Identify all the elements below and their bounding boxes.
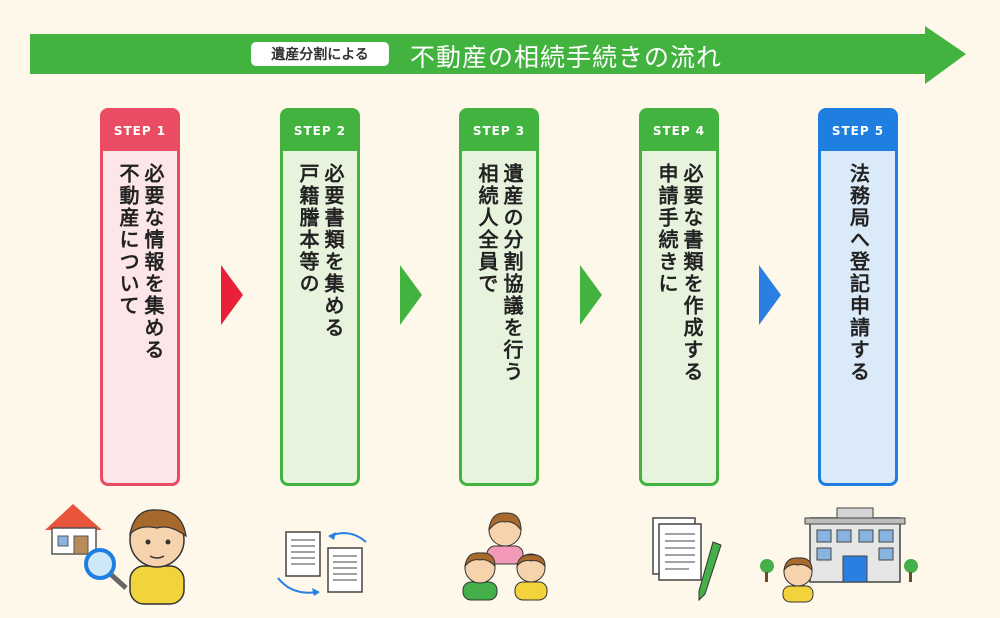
step-text-line: 戸籍謄本等の (296, 163, 320, 295)
step-card-3: STEP 3 相続人全員で 遺産の分割協議を行う (459, 108, 539, 486)
step-label: STEP 1 (103, 111, 177, 151)
banner-title: 不動産の相続手続きの流れ (410, 43, 723, 72)
connector-arrow-2 (400, 265, 422, 325)
step-text-line: 不動産について (116, 163, 140, 317)
step-text-line: 相続人全員で (475, 163, 499, 295)
step-label: STEP 2 (283, 111, 357, 151)
document-pen-icon (652, 517, 722, 602)
banner-arrow-shape (30, 26, 966, 84)
step-card-4: STEP 4 申請手続きに 必要な書類を作成する (639, 108, 719, 486)
banner-arrow (30, 26, 966, 84)
step-label: STEP 5 (821, 111, 895, 151)
step-text-line: 必要な情報を集める (141, 163, 165, 361)
connector-arrow-4 (759, 265, 781, 325)
connector-arrow-3 (580, 265, 602, 325)
step-label: STEP 4 (642, 111, 716, 151)
step-text-line: 必要書類を集める (321, 163, 345, 339)
step-card-5: STEP 5 法務局へ登記申請する (818, 108, 898, 486)
house-magnifier-person-icon (45, 504, 187, 605)
step-text-line: 法務局へ登記申請する (846, 163, 871, 383)
step-text-line: 遺産の分割協議を行う (500, 163, 524, 383)
step-card-2: STEP 2 戸籍謄本等の 必要書類を集める (280, 108, 360, 486)
legal-affairs-bureau-icon (760, 507, 918, 603)
step-text-line: 必要な書類を作成する (680, 163, 704, 383)
step-label: STEP 3 (462, 111, 536, 151)
banner-tag: 遺産分割による (251, 42, 389, 66)
step-text-line: 申請手続きに (655, 163, 679, 295)
connector-arrow-1 (221, 265, 243, 325)
family-icon (462, 512, 548, 601)
document-exchange-icon (277, 531, 367, 596)
step-card-1: STEP 1 不動産について 必要な情報を集める (100, 108, 180, 486)
